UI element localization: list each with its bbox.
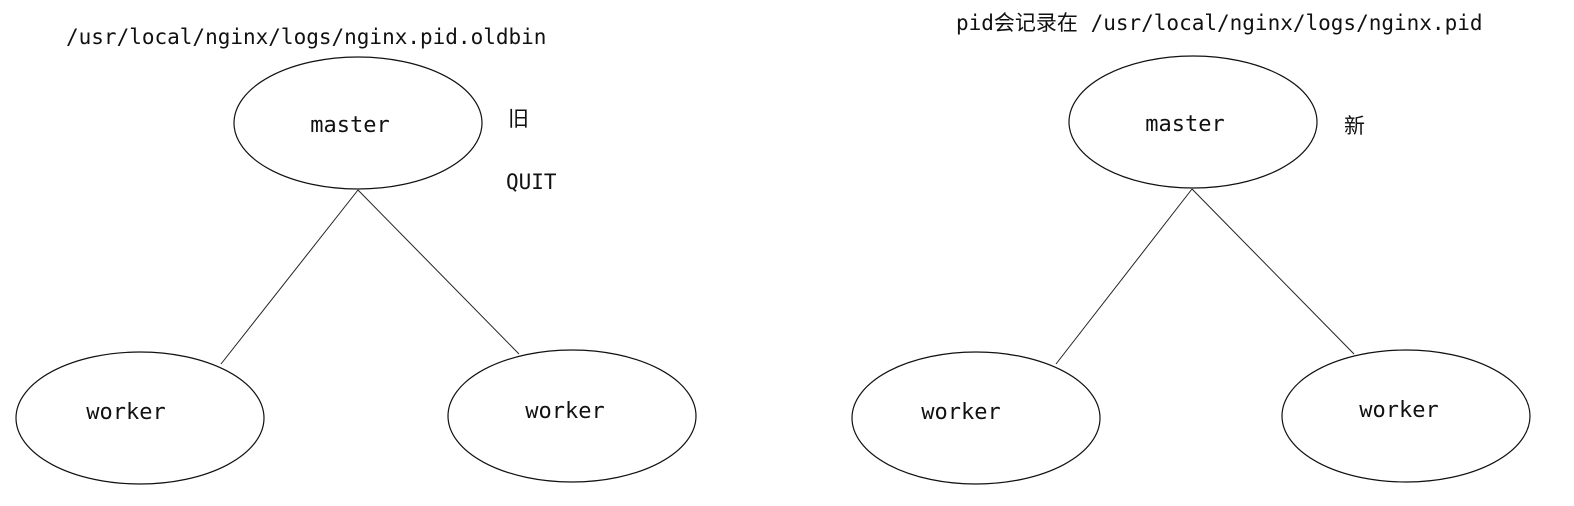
new-group: pid会记录在 /usr/local/nginx/logs/nginx.pid … xyxy=(851,11,1531,485)
new-master-node: master xyxy=(1068,55,1318,189)
old-worker-right-ellipse xyxy=(447,349,697,483)
new-master-to-left-worker-edge xyxy=(1055,188,1193,365)
old-master-label: master xyxy=(310,113,389,138)
new-worker-left-label: worker xyxy=(921,400,1000,425)
old-pid-path-label: /usr/local/nginx/logs/nginx.pid.oldbin xyxy=(66,25,546,49)
old-master-to-left-worker-edge xyxy=(220,189,359,365)
old-worker-left-label: worker xyxy=(86,400,165,425)
new-worker-left-ellipse xyxy=(851,351,1101,485)
old-master-to-right-worker-edge xyxy=(357,189,520,355)
new-pid-path-label: pid会记录在 /usr/local/nginx/logs/nginx.pid xyxy=(956,11,1483,35)
old-worker-right-label: worker xyxy=(525,399,604,424)
old-group: /usr/local/nginx/logs/nginx.pid.oldbin m… xyxy=(15,25,697,485)
old-signal-label: QUIT xyxy=(506,170,557,194)
old-worker-left-ellipse xyxy=(15,351,265,485)
old-master-ellipse xyxy=(233,56,483,190)
new-worker-left-node: worker xyxy=(851,351,1101,485)
new-tag-label: 新 xyxy=(1344,114,1365,138)
old-worker-left-node: worker xyxy=(15,351,265,485)
old-master-node: master xyxy=(233,56,483,190)
new-worker-right-node: worker xyxy=(1281,349,1531,483)
old-tag-label: 旧 xyxy=(508,107,529,131)
new-worker-right-ellipse xyxy=(1281,349,1531,483)
new-master-ellipse xyxy=(1068,55,1318,189)
new-worker-right-label: worker xyxy=(1359,398,1438,423)
old-worker-right-node: worker xyxy=(447,349,697,483)
new-master-label: master xyxy=(1145,112,1224,137)
new-master-to-right-worker-edge xyxy=(1191,188,1355,355)
